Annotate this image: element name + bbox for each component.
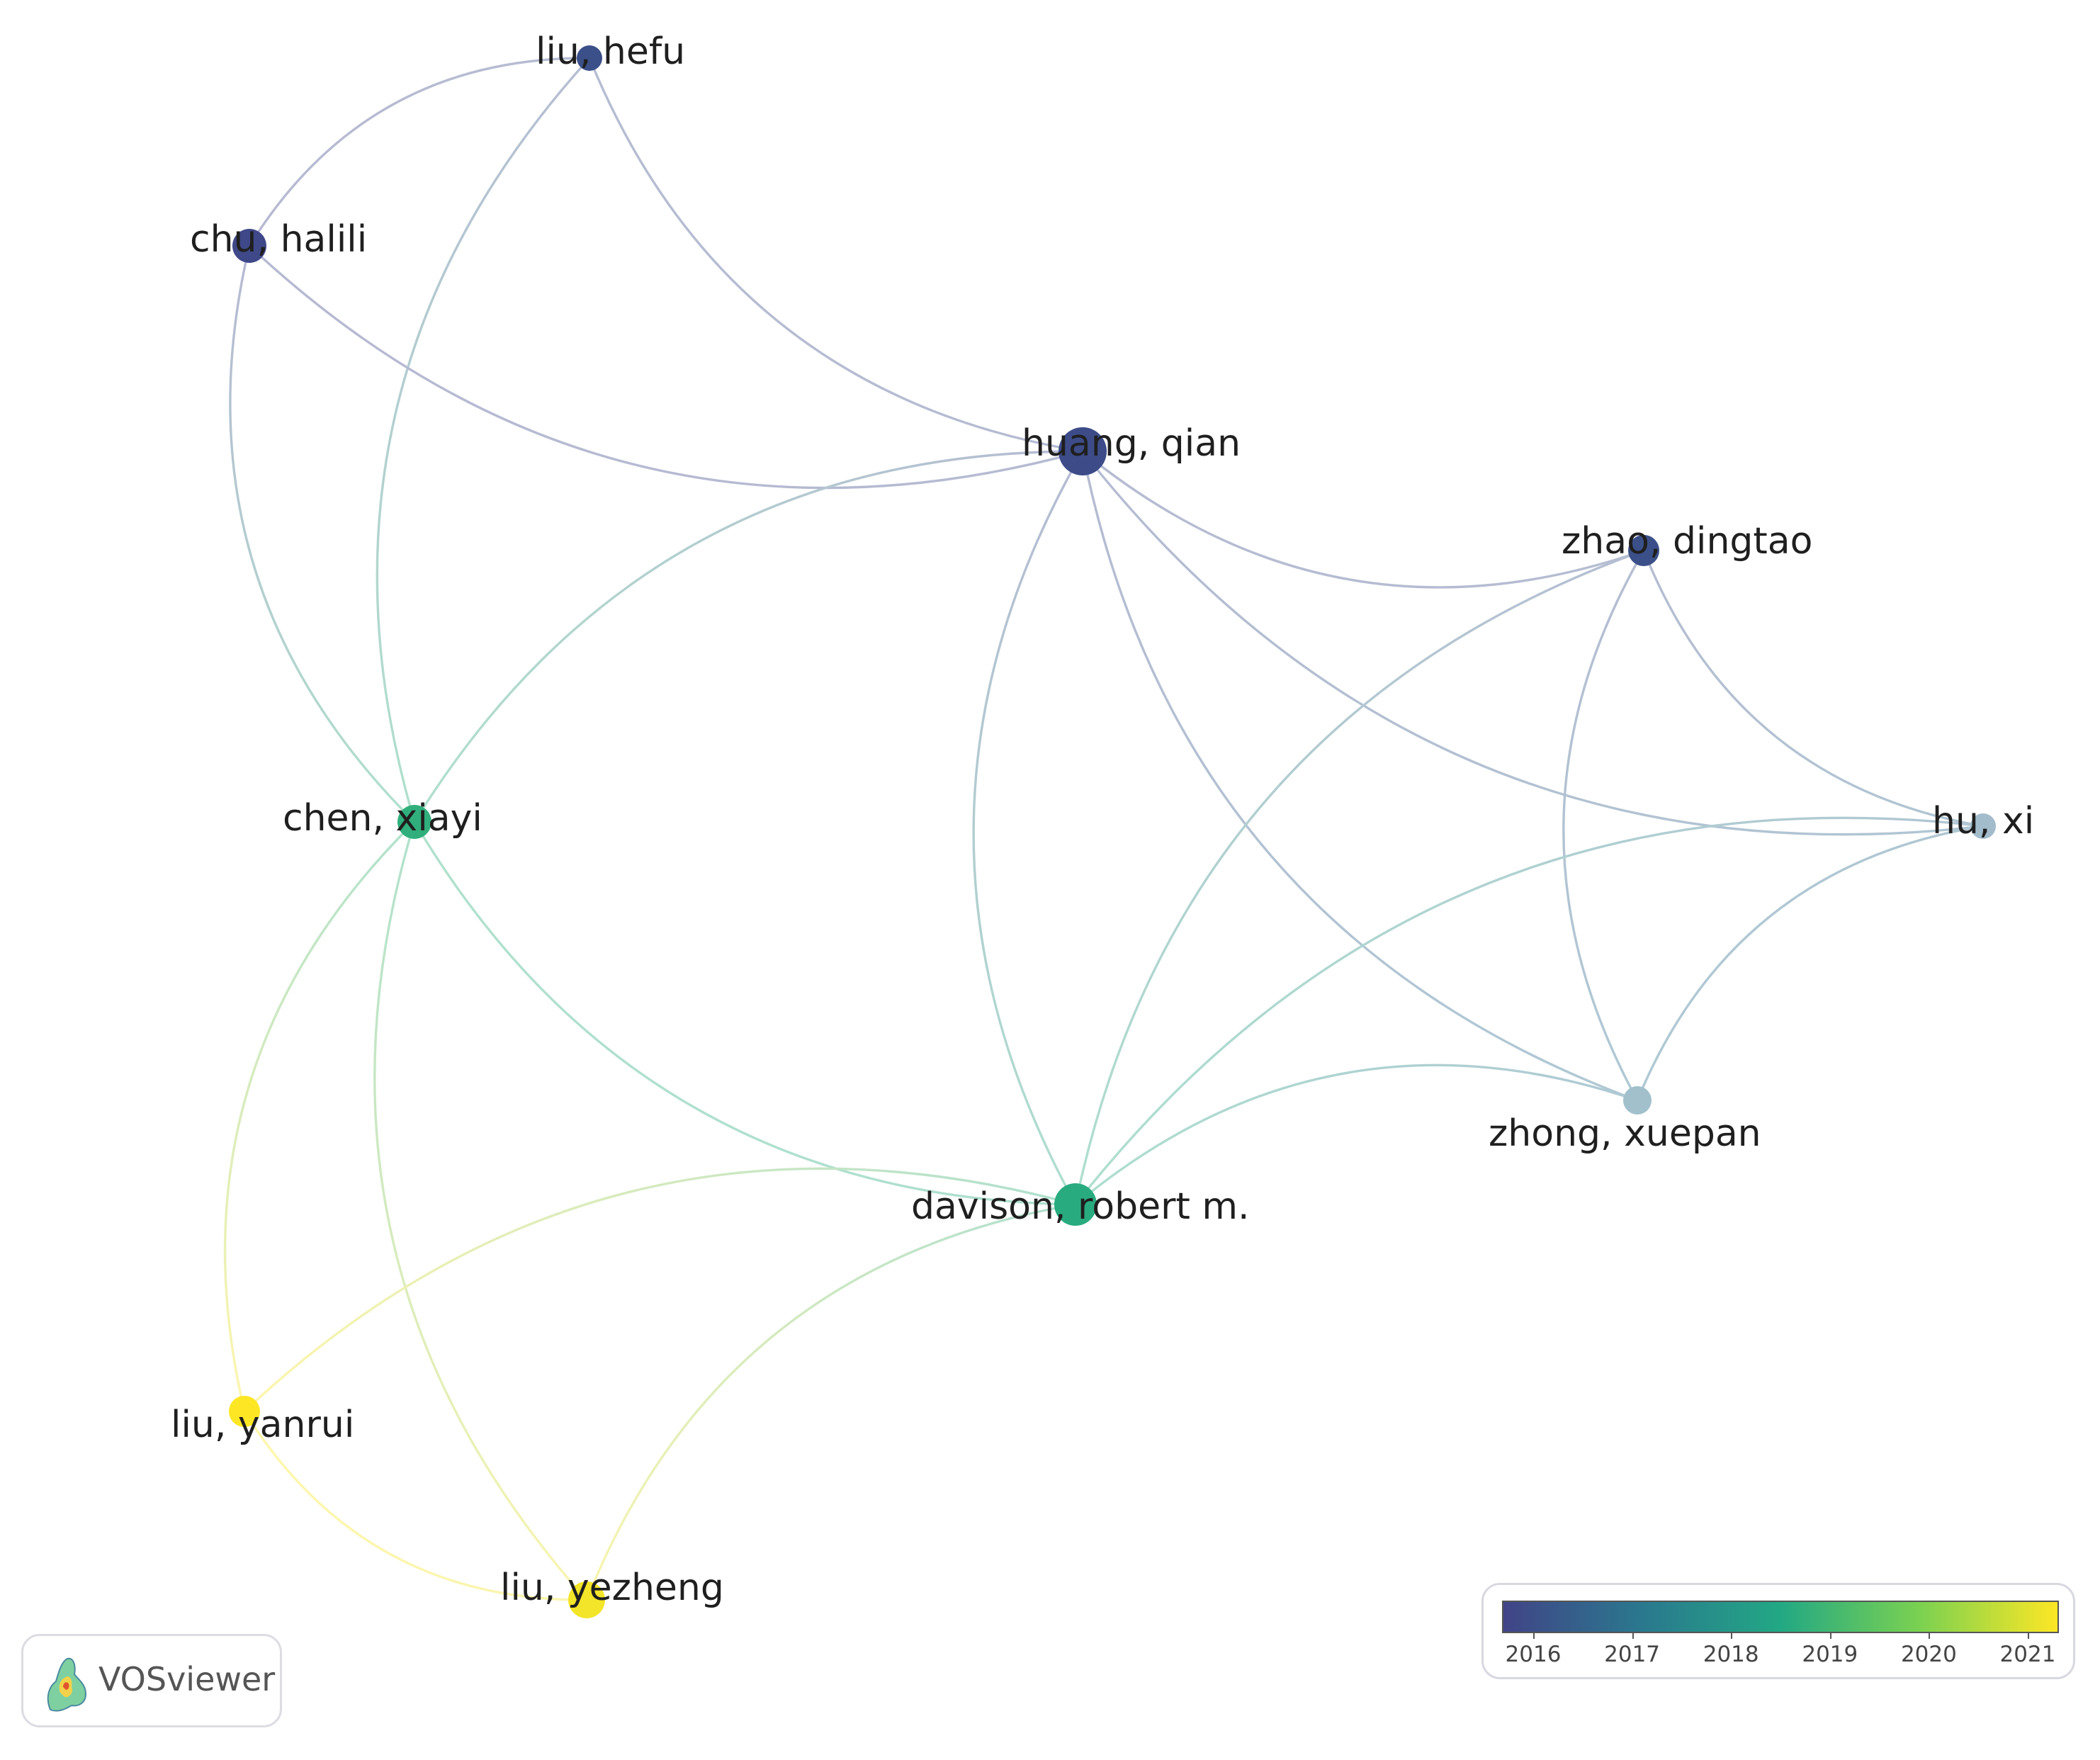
legend-tick: [1929, 1633, 1931, 1639]
legend-tick: [2028, 1633, 2029, 1639]
node-label-huang-qian[interactable]: huang, qian: [1022, 422, 1241, 465]
link-hu-xi-zhong-xuepan[interactable]: [1636, 825, 1985, 1102]
link-zhao-dingtao-hu-xi[interactable]: [1642, 549, 1985, 828]
node-label-liu-yanrui[interactable]: liu, yanrui: [171, 1404, 354, 1446]
link-chu-halili-chen-xiayi[interactable]: [229, 244, 416, 823]
node-huang-qian[interactable]: [1059, 427, 1107, 475]
legend-year-2017: 2017: [1604, 1642, 1661, 1667]
node-hu-xi[interactable]: [1970, 813, 1996, 839]
link-huang-qian-chen-xiayi[interactable]: [413, 450, 1084, 823]
vosviewer-label: VOSviewer: [98, 1660, 276, 1698]
legend-tick: [1829, 1633, 1831, 1639]
link-huang-qian-hu-xi[interactable]: [1081, 450, 1985, 836]
legend-tick: [1533, 1633, 1535, 1639]
node-layer: [229, 45, 1996, 1618]
legend-tick: [1731, 1633, 1733, 1639]
label-layer: liu, hefu chu, halili huang, qian zhao, din…: [171, 30, 2034, 1609]
link-chen-xiayi-liu-yezheng[interactable]: [373, 820, 588, 1601]
link-huang-qian-davison-robert-m[interactable]: [972, 450, 1084, 1206]
node-liu-hefu[interactable]: [577, 45, 602, 71]
node-liu-yanrui[interactable]: [229, 1396, 260, 1427]
node-liu-yezheng[interactable]: [568, 1581, 605, 1618]
legend-color-bar: [1502, 1601, 2059, 1633]
link-liu-hefu-chu-halili[interactable]: [248, 57, 591, 247]
node-zhao-dingtao[interactable]: [1628, 535, 1659, 566]
edge-layer: [224, 57, 1985, 1601]
link-zhong-xuepan-davison-robert-m[interactable]: [1074, 1064, 1639, 1206]
link-hu-xi-davison-robert-m[interactable]: [1074, 816, 1985, 1206]
link-liu-yanrui-liu-yezheng[interactable]: [243, 1410, 588, 1601]
overlay-color-legend: 2016 2017 2018 2019 2020 2021: [1481, 1583, 2075, 1679]
link-davison-robert-m-liu-yezheng[interactable]: [585, 1203, 1077, 1601]
legend-year-2018: 2018: [1703, 1642, 1759, 1667]
node-zhong-xuepan[interactable]: [1623, 1086, 1652, 1115]
legend-tick: [1632, 1633, 1634, 1639]
node-label-zhao-dingtao[interactable]: zhao, dingtao: [1562, 520, 1812, 563]
vosviewer-brand[interactable]: VOSviewer: [21, 1634, 282, 1727]
node-chu-halili[interactable]: [232, 229, 266, 263]
legend-year-2020: 2020: [1900, 1642, 1957, 1667]
link-huang-qian-zhao-dingtao[interactable]: [1081, 450, 1645, 589]
link-liu-hefu-huang-qian[interactable]: [588, 57, 1084, 453]
link-liu-hefu-chen-xiayi[interactable]: [376, 57, 591, 823]
legend-year-2019: 2019: [1802, 1642, 1858, 1667]
node-chen-xiayi[interactable]: [397, 805, 431, 839]
node-label-chu-halili[interactable]: chu, halili: [190, 218, 367, 261]
vosviewer-logo-icon: [47, 1657, 87, 1712]
node-label-chen-xiayi[interactable]: chen, xiayi: [283, 797, 482, 840]
link-chu-halili-huang-qian[interactable]: [248, 244, 1084, 490]
link-zhao-dingtao-davison-robert-m[interactable]: [1074, 549, 1645, 1206]
node-label-liu-yezheng[interactable]: liu, yezheng: [500, 1567, 724, 1609]
link-zhao-dingtao-zhong-xuepan[interactable]: [1562, 549, 1645, 1102]
node-label-davison-robert-m[interactable]: davison, robert m.: [911, 1185, 1250, 1228]
link-huang-qian-zhong-xuepan[interactable]: [1081, 450, 1639, 1102]
node-davison-robert-m[interactable]: [1054, 1183, 1097, 1226]
node-label-liu-hefu[interactable]: liu, hefu: [536, 30, 685, 73]
node-label-zhong-xuepan[interactable]: zhong, xuepan: [1489, 1112, 1761, 1155]
legend-year-2016: 2016: [1505, 1642, 1562, 1667]
link-chen-xiayi-davison-robert-m[interactable]: [413, 820, 1077, 1206]
link-davison-robert-m-liu-yanrui[interactable]: [243, 1167, 1077, 1413]
node-label-hu-xi[interactable]: hu, xi: [1932, 800, 2034, 842]
legend-year-2021: 2021: [1999, 1642, 2056, 1667]
link-chen-xiayi-liu-yanrui[interactable]: [224, 820, 416, 1413]
